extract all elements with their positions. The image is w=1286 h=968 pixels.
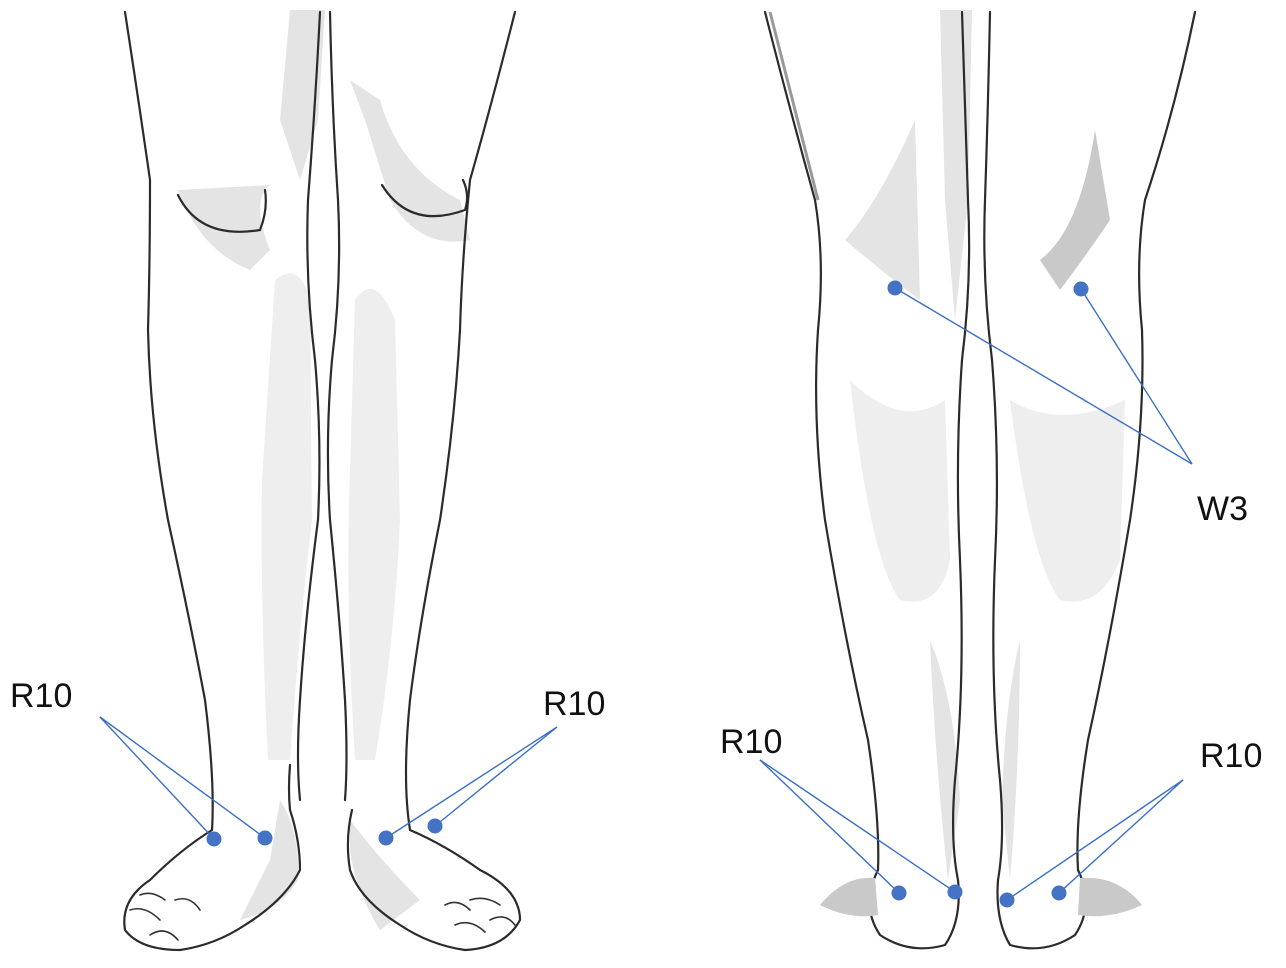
back-left-foot-sole (820, 878, 878, 917)
label-back-w3: W3 (1197, 490, 1248, 528)
back-right-foot-sole (1078, 878, 1142, 917)
back-left-heel (869, 870, 958, 948)
point-marker (1052, 886, 1067, 901)
point-marker (888, 281, 903, 296)
front-left-shin-shade (262, 273, 312, 760)
leader-front-left-a (100, 717, 214, 839)
point-marker (1000, 893, 1015, 908)
back-right-achilles-shade (1002, 640, 1020, 880)
front-right-toes (445, 898, 515, 932)
label-front-left: R10 (10, 677, 72, 715)
label-front-right: R10 (543, 685, 605, 723)
label-back-left: R10 (720, 723, 782, 761)
point-marker (428, 819, 443, 834)
point-marker (258, 831, 273, 846)
point-marker (892, 886, 907, 901)
point-marker (948, 885, 963, 900)
point-marker (207, 832, 222, 847)
front-view-legs (124, 10, 520, 950)
leader-front-right-b (435, 727, 557, 826)
back-right-knee-shade (1040, 130, 1110, 290)
leader-front-left-b (100, 717, 265, 838)
front-right-leg-inner (328, 12, 347, 800)
front-right-knee-shade (350, 80, 470, 242)
front-left-knee-shade (178, 185, 270, 270)
back-right-calf-shade (1010, 400, 1125, 602)
label-back-right: R10 (1200, 737, 1262, 775)
front-right-shin-shade (348, 289, 400, 760)
back-right-leg-inner (984, 12, 1002, 880)
point-marker (379, 831, 394, 846)
front-left-toes (130, 893, 200, 940)
back-left-calf-shade (850, 380, 950, 602)
back-left-achilles-shade (930, 640, 960, 880)
back-left-edge (770, 12, 818, 200)
leader-front-right-a (386, 727, 557, 838)
front-left-foot-shade (240, 800, 298, 920)
back-right-heel (998, 870, 1086, 948)
point-marker (1074, 282, 1089, 297)
back-left-knee-shade (845, 120, 920, 300)
leader-back-left-b (760, 760, 955, 892)
front-left-leg-outer (125, 12, 213, 830)
front-right-leg-outer (406, 12, 515, 830)
